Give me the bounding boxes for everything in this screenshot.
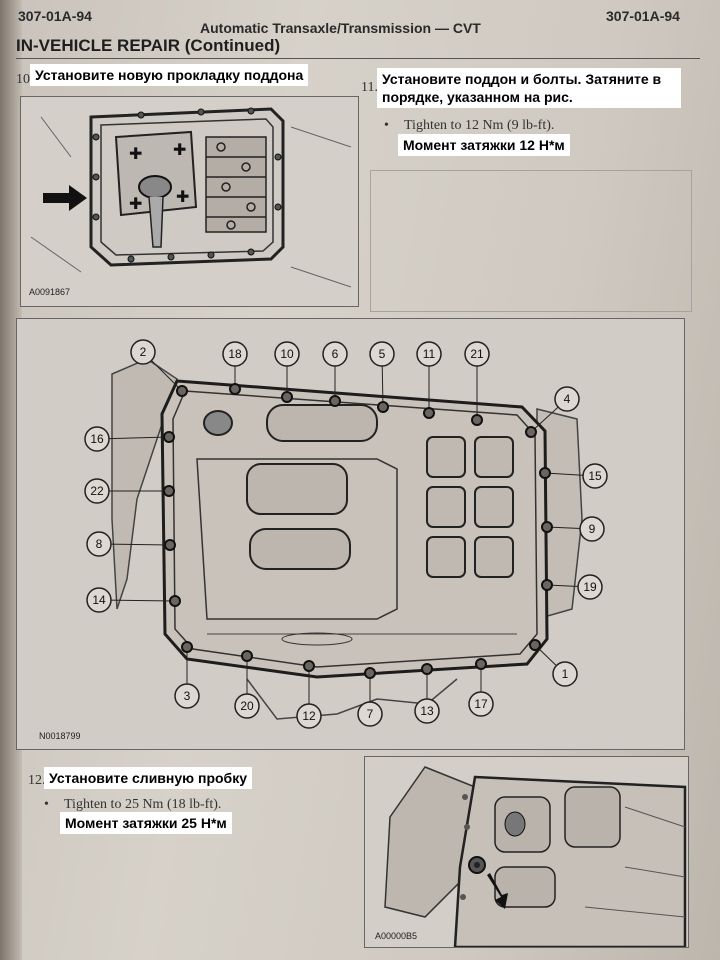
bolt-10 <box>281 391 293 403</box>
bolt-22 <box>163 485 175 497</box>
callout-circle-10 <box>274 341 300 367</box>
callout-label-14: 14 <box>92 593 106 607</box>
svg-text:✚: ✚ <box>176 189 189 206</box>
callout-label-11: 11 <box>423 347 436 361</box>
step-10-ru-caption: Установите новую прокладку поддона <box>30 64 309 86</box>
callout-circle-3 <box>174 683 200 709</box>
callout-label-13: 13 <box>420 704 434 718</box>
callout-label-5: 5 <box>379 347 386 361</box>
svg-text:✚: ✚ <box>173 142 186 159</box>
callout-label-19: 19 <box>583 580 597 594</box>
step-12-number: 12. <box>28 773 46 788</box>
callout-circle-5 <box>369 341 395 367</box>
bolt-20 <box>241 650 253 662</box>
callout-label-22: 22 <box>90 484 104 498</box>
bolt-6 <box>329 395 341 407</box>
bolt-8 <box>164 539 176 551</box>
bolt-13 <box>421 663 433 675</box>
callout-circle-12 <box>296 703 322 729</box>
bolt-5 <box>377 401 389 413</box>
callout-circle-8 <box>86 531 112 557</box>
gasket-figure: ✚ ✚ ✚ ✚ A0091867 <box>20 96 359 307</box>
drain-plug-illustration <box>365 757 688 949</box>
gasket-illustration: ✚ ✚ ✚ ✚ <box>21 97 358 306</box>
callout-circle-17 <box>468 691 494 717</box>
callout-circle-19 <box>577 574 603 600</box>
bolt-2 <box>176 385 188 397</box>
callout-circle-7 <box>357 701 383 727</box>
step-12-torque-ru: Момент затяжки 25 Н*м <box>60 812 232 834</box>
step-11-torque-en: Tighten to 12 Nm (9 lb-ft). <box>404 118 555 133</box>
callout-label-10: 10 <box>280 347 294 361</box>
header-page-code-right: 307-01A-94 <box>606 8 680 24</box>
bleed-through-panel <box>370 170 692 312</box>
callout-circle-13 <box>414 698 440 724</box>
callout-circle-1 <box>552 661 578 687</box>
step-11-ru-caption: Установите поддон и болты. Затяните в по… <box>377 68 681 108</box>
callout-circle-21 <box>464 341 490 367</box>
drain-plug-figure: A00000B5 <box>364 756 689 949</box>
callout-label-12: 12 <box>302 709 316 723</box>
callout-label-4: 4 <box>564 392 571 406</box>
bolt-7 <box>364 667 376 679</box>
callout-circle-9 <box>579 516 605 542</box>
bolt-14 <box>169 595 181 607</box>
figure-id-bolt-sequence: N0018799 <box>39 731 81 741</box>
step-12-torque-en: Tighten to 25 Nm (18 lb-ft). <box>64 797 222 812</box>
callout-label-3: 3 <box>184 689 191 703</box>
callout-label-20: 20 <box>240 699 254 713</box>
callout-circle-16 <box>84 426 110 452</box>
figure-id-gasket: A0091867 <box>29 287 71 297</box>
header-chapter-title: Automatic Transaxle/Transmission — CVT <box>200 20 481 36</box>
bolt-11 <box>423 407 435 419</box>
callout-circle-18 <box>222 341 248 367</box>
step-12-ru-caption: Установите сливную пробку <box>44 767 252 789</box>
svg-text:✚: ✚ <box>129 146 142 163</box>
bolt-18 <box>229 383 241 395</box>
bolt-9 <box>541 521 553 533</box>
bolt-1 <box>529 639 541 651</box>
callout-label-1: 1 <box>562 667 569 681</box>
callout-circle-22 <box>84 478 110 504</box>
callout-label-16: 16 <box>90 432 104 446</box>
step-11-bullet-symbol: • <box>384 118 389 133</box>
callout-circle-20 <box>234 693 260 719</box>
callout-label-21: 21 <box>470 347 484 361</box>
step-10-number: 10. <box>16 72 34 87</box>
bolt-16 <box>163 431 175 443</box>
callout-circle-6 <box>322 341 348 367</box>
callout-circle-11 <box>416 341 442 367</box>
header-page-code-left: 307-01A-94 <box>18 8 92 24</box>
callout-circle-15 <box>582 463 608 489</box>
callout-circle-4 <box>554 386 580 412</box>
bolt-12 <box>303 660 315 672</box>
callout-label-15: 15 <box>588 469 602 483</box>
step-12-bullet-symbol: • <box>44 797 49 812</box>
step-11-torque-ru: Момент затяжки 12 Н*м <box>398 134 570 156</box>
section-title: IN-VEHICLE REPAIR (Continued) <box>16 36 281 55</box>
section-divider <box>16 58 700 59</box>
callout-label-9: 9 <box>589 522 596 536</box>
callout-circle-14 <box>86 587 112 613</box>
bolt-19 <box>541 579 553 591</box>
callout-label-6: 6 <box>332 347 339 361</box>
callout-label-7: 7 <box>367 707 374 721</box>
bolt-3 <box>181 641 193 653</box>
figure-id-drain-plug: A00000B5 <box>375 931 418 941</box>
callout-circle-2 <box>130 339 156 365</box>
callout-label-8: 8 <box>96 537 103 551</box>
svg-text:✚: ✚ <box>129 196 142 213</box>
callout-label-2: 2 <box>140 345 147 359</box>
bolt-15 <box>539 467 551 479</box>
bolt-17 <box>475 658 487 670</box>
callout-label-18: 18 <box>228 347 242 361</box>
callout-label-17: 17 <box>474 697 488 711</box>
step-11-number: 11. <box>361 80 378 95</box>
bolt-21 <box>471 414 483 426</box>
bolt-4 <box>525 426 537 438</box>
